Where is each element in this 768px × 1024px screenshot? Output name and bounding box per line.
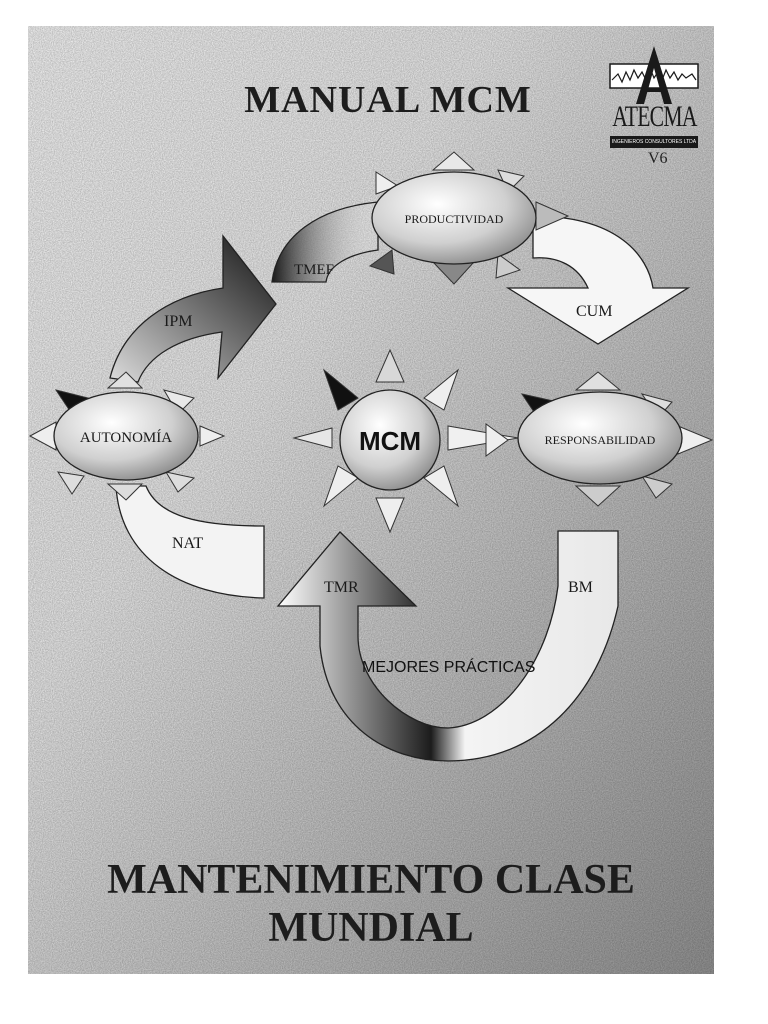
arrow-label-mejores-practicas: MEJORES PRÁCTICAS [362, 657, 535, 676]
arrow-tmef: TMEF [271, 201, 379, 283]
node-label-responsabilidad: RESPONSABILIDAD [545, 433, 656, 447]
footer-title-line-2: MUNDIAL [268, 905, 474, 951]
arrow-label-tmr: TMR [324, 579, 359, 596]
arrow-label-bm: BM [568, 579, 593, 596]
mcm-cycle-diagram: CUM IPM TMEF NAT TMR BM MEJORES PRÁCTICA… [28, 151, 714, 762]
node-productividad: PRODUCTIVIDAD [368, 151, 570, 285]
logo-emblem-icon [609, 46, 699, 104]
node-responsabilidad: RESPONSABILIDAD [485, 371, 714, 507]
node-label-productividad: PRODUCTIVIDAD [405, 212, 504, 226]
connector-mcm-responsabilidad [447, 425, 519, 451]
logo-name: ATECMA [612, 100, 697, 133]
atecma-logo: ATECMA INGENIEROS CONSULTORES LTDA [596, 46, 712, 168]
arrow-label-nat: NAT [172, 535, 203, 552]
document-title: MANUAL MCM [244, 79, 532, 121]
version-label: V6 [648, 150, 668, 167]
manual-cover-page: MANUAL MCM ATECMA INGENIEROS CONSULTORES… [28, 26, 714, 974]
arrow-label-ipm: IPM [164, 313, 192, 330]
arrow-ipm: IPM [109, 234, 277, 383]
arrow-nat: NAT [115, 485, 265, 599]
node-autonomia: AUTONOMÍA [28, 371, 226, 501]
footer-title-line-1: MANTENIMIENTO CLASE [107, 857, 635, 903]
node-label-autonomia: AUTONOMÍA [80, 429, 172, 446]
logo-subtitle: INGENIEROS CONSULTORES LTDA [610, 136, 698, 148]
arrow-label-tmef: TMEF [294, 262, 334, 278]
arrow-cum: CUM [505, 215, 691, 345]
footer-title: MANTENIMIENTO CLASE MUNDIAL [88, 856, 654, 952]
node-mcm-center: MCM [292, 348, 486, 534]
arrow-label-cum: CUM [576, 303, 612, 320]
arrow-mejores-practicas-loop: TMR BM MEJORES PRÁCTICAS [276, 530, 619, 762]
node-label-mcm: MCM [359, 426, 421, 456]
